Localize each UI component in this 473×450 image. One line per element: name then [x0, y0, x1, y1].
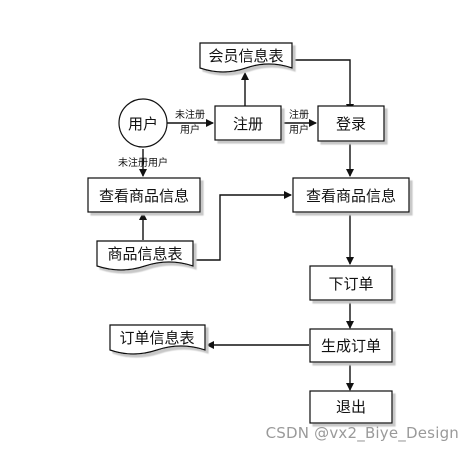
exit-label: 退出	[336, 398, 366, 416]
register-node: 注册	[214, 105, 282, 141]
order-table-node: 订单信息表	[109, 324, 206, 355]
user-label: 用户	[128, 115, 158, 133]
label-unregistered: 未注册	[175, 108, 205, 121]
label-registered-user: 用户	[289, 123, 309, 136]
view-goods-left-label: 查看商品信息	[99, 187, 189, 205]
edge-member-to-login	[292, 59, 354, 112]
register-label: 注册	[233, 115, 263, 133]
order-table-label: 订单信息表	[119, 329, 194, 347]
label-unregistered-user: 用户	[180, 123, 200, 136]
goods-table-label: 商品信息表	[107, 245, 182, 263]
view-goods-left-node: 查看商品信息	[87, 177, 201, 213]
member-table-label: 会员信息表	[208, 47, 283, 65]
place-order-label: 下订单	[328, 275, 373, 293]
login-node: 登录	[317, 105, 385, 142]
user-node: 用户	[118, 98, 168, 148]
view-goods-main-label: 查看商品信息	[306, 187, 396, 205]
edge-labels: 未注册 用户 注册 用户 未注册用户	[118, 108, 309, 169]
generate-order-node: 生成订单	[309, 328, 393, 363]
watermark: CSDN @vx2_Biye_Design	[265, 424, 459, 442]
goods-table-node: 商品信息表	[96, 240, 194, 271]
exit-node: 退出	[309, 390, 393, 424]
label-registered: 注册	[289, 108, 309, 121]
member-table-node: 会员信息表	[199, 42, 293, 73]
place-order-node: 下订单	[309, 265, 393, 301]
nodes: 会员信息表 用户 注册 登录 查看商品信息 查看商品信息	[87, 42, 410, 424]
edge-goods-to-view-main	[194, 191, 292, 261]
view-goods-main-node: 查看商品信息	[292, 177, 410, 213]
generate-order-label: 生成订单	[321, 337, 381, 355]
login-label: 登录	[336, 115, 366, 133]
edges	[139, 59, 354, 391]
label-unregistered-user-view: 未注册用户	[118, 156, 168, 169]
